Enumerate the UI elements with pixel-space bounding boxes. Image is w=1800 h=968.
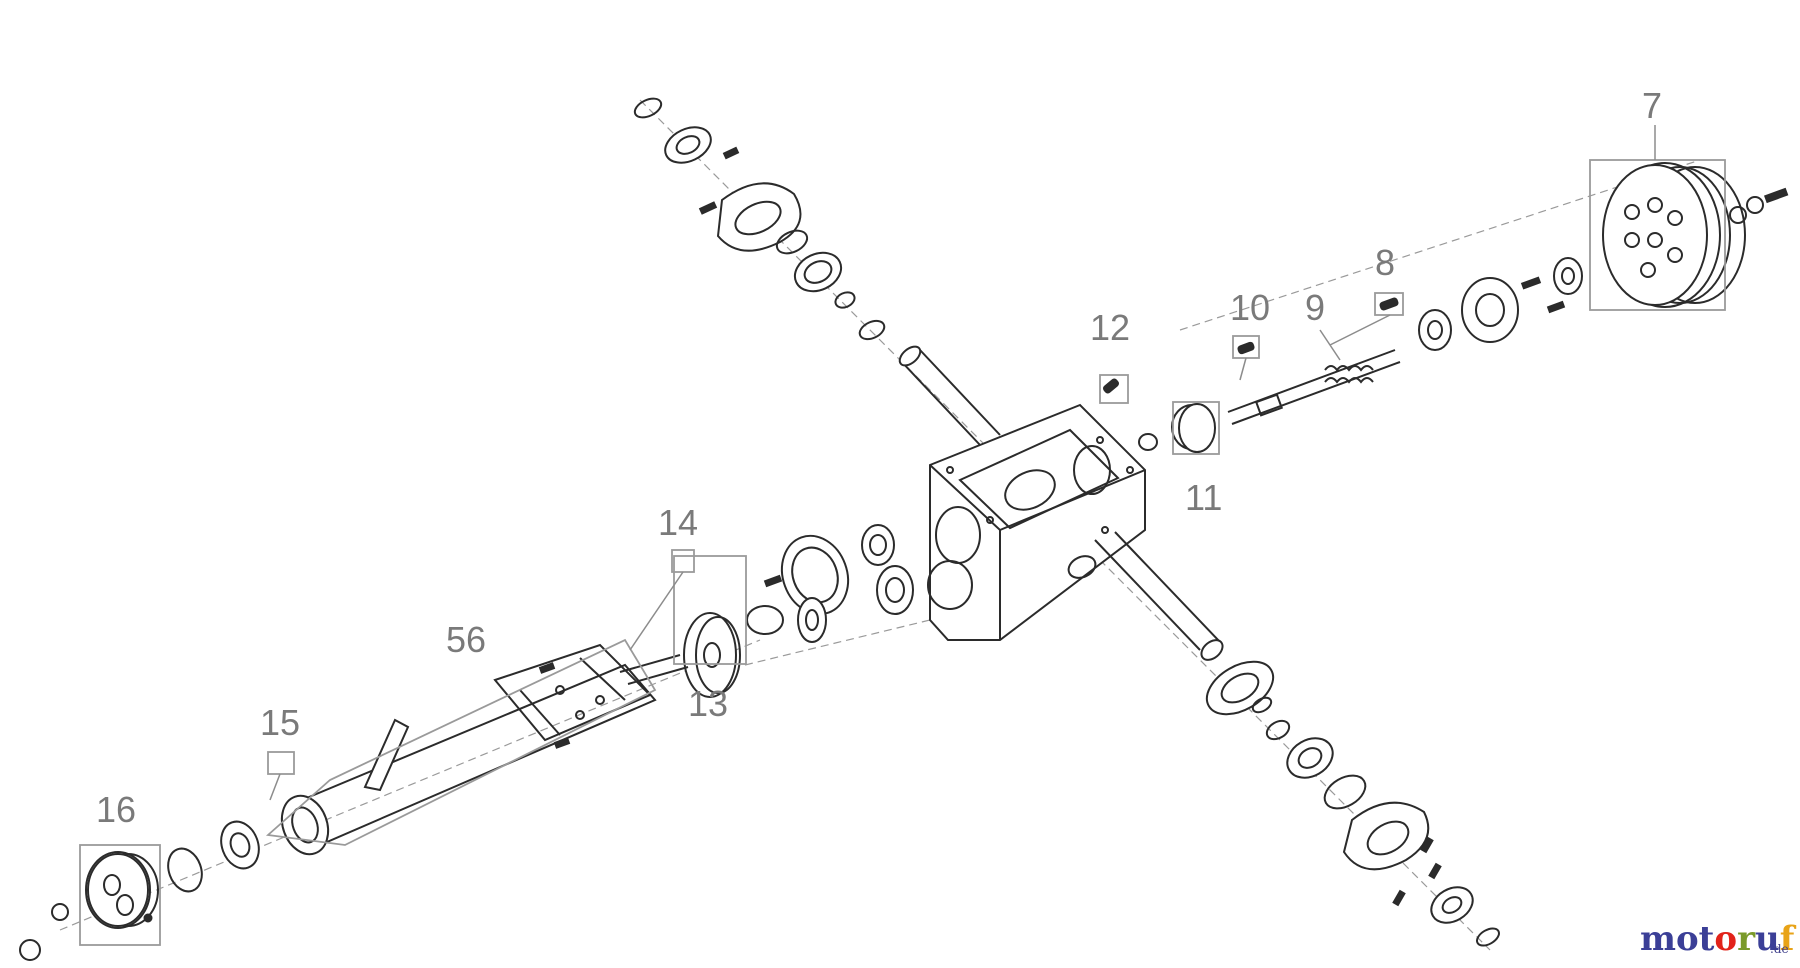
- pulley: [1602, 162, 1789, 308]
- callout-13: 13: [688, 683, 728, 724]
- callout-box-13: [673, 555, 747, 665]
- callout-box-11: [1172, 401, 1220, 455]
- main-axis-line: [59, 639, 761, 931]
- upper-axle-parts: [633, 97, 886, 341]
- logo-letter: o: [1714, 919, 1737, 959]
- callout-11: 11: [1185, 477, 1222, 518]
- leader-8: [1329, 314, 1391, 346]
- callout-9: 9: [1305, 287, 1325, 328]
- gear-axis-line: [744, 619, 931, 666]
- logo-letter: m: [1640, 919, 1676, 959]
- main-gear-parts: [746, 524, 914, 643]
- upper-axle-shaft: [898, 345, 1001, 446]
- callout-16: 16: [96, 789, 136, 830]
- key-parts: [1103, 297, 1399, 394]
- left-bearing-parts: [167, 820, 260, 893]
- callout-box-56: [265, 638, 657, 846]
- end-cap: [19, 851, 159, 961]
- callout-12: 12: [1090, 307, 1130, 348]
- input-axis-line: [1179, 159, 1701, 331]
- logo-letter: f: [1780, 919, 1797, 959]
- callout-14: 14: [658, 502, 698, 543]
- logo-letter: u: [1755, 919, 1780, 959]
- tube-assembly: [280, 643, 689, 856]
- pinion-gear: [1178, 403, 1216, 453]
- leader-10: [1239, 357, 1247, 381]
- logo-letter: t: [1699, 919, 1715, 959]
- leader-15: [269, 773, 281, 801]
- gearbox-housing: [927, 403, 1146, 641]
- spur-gear: [683, 612, 741, 698]
- callout-8: 8: [1375, 242, 1395, 283]
- callout-box-15: [267, 751, 295, 775]
- callout-7: 7: [1642, 85, 1662, 126]
- callout-box-12: [1099, 374, 1129, 404]
- callout-box-7: [1589, 159, 1726, 311]
- logo-suffix: .de: [1770, 942, 1789, 956]
- leader-9: [1319, 329, 1341, 361]
- logo-letter: o: [1676, 919, 1699, 959]
- callout-15: 15: [260, 702, 300, 743]
- callout-box-16: [79, 844, 161, 946]
- lower-axle-parts: [1094, 531, 1500, 947]
- callout-56: 56: [446, 619, 486, 660]
- callout-box-14: [671, 549, 695, 573]
- logo-text: motoruf: [1640, 919, 1797, 959]
- callout-10: 10: [1230, 287, 1270, 328]
- motoruf-logo: motoruf .de: [1640, 919, 1797, 959]
- leader-14: [629, 571, 684, 651]
- logo-letter: r: [1737, 919, 1756, 959]
